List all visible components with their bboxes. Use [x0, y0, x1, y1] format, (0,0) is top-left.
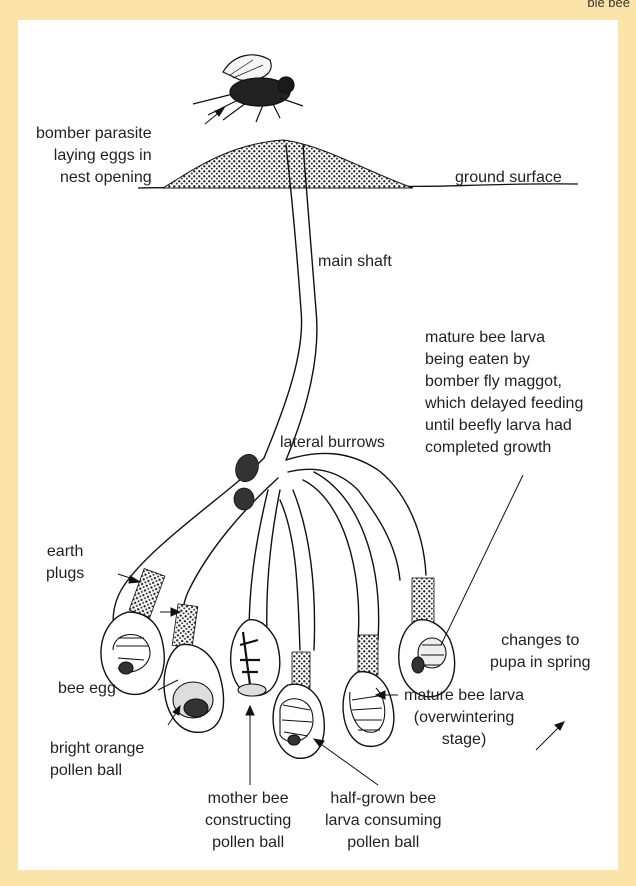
ground-surface-label: ground surface — [455, 167, 562, 189]
label-line: (overwintering — [404, 707, 524, 729]
label-line: mature bee larva — [404, 685, 524, 707]
label-line: nest opening — [36, 167, 152, 189]
label-line: completed growth — [425, 437, 583, 459]
diagram-panel: bomber parasite laying eggs in nest open… — [18, 20, 618, 870]
label-line: pollen ball — [50, 760, 144, 782]
label-line: changes to — [490, 630, 591, 652]
lateral-burrows-label: lateral burrows — [280, 432, 385, 454]
label-line: mother bee — [205, 788, 291, 810]
label-line: constructing — [205, 810, 291, 832]
overwintering-larva-label: mature bee larva (overwintering stage) — [404, 685, 524, 751]
label-line: stage) — [404, 729, 524, 751]
label-line: being eaten by — [425, 349, 583, 371]
main-shaft-label: main shaft — [318, 251, 392, 273]
label-line: pupa in spring — [490, 652, 591, 674]
bomber-parasite-label: bomber parasite laying eggs in nest open… — [36, 123, 152, 189]
label-line: earth — [46, 541, 84, 563]
label-line: bomber fly maggot, — [425, 371, 583, 393]
pupa-label: changes to pupa in spring — [490, 630, 591, 674]
label-line: bright orange — [50, 738, 144, 760]
nest-cells — [101, 612, 455, 758]
label-line: laying eggs in — [36, 145, 152, 167]
label-line: pollen ball — [325, 832, 442, 854]
bomber-fly-illustration — [193, 55, 303, 122]
mature-larva-eaten-label: mature bee larva being eaten by bomber f… — [425, 327, 583, 459]
label-line: larva consuming — [325, 810, 442, 832]
bee-egg-label: bee egg — [58, 678, 116, 700]
label-line: pollen ball — [205, 832, 291, 854]
half-grown-larva-label: half-grown bee larva consuming pollen ba… — [325, 788, 442, 854]
earth-plugs-label: earth plugs — [46, 541, 84, 585]
mother-bee-label: mother bee constructing pollen ball — [205, 788, 291, 854]
header-fragment: ble bee — [587, 0, 630, 10]
label-line: mature bee larva — [425, 327, 583, 349]
label-line: bomber parasite — [36, 123, 152, 145]
pollen-ball-label: bright orange pollen ball — [50, 738, 144, 782]
label-line: until beefly larva had — [425, 415, 583, 437]
burrow-system — [113, 145, 426, 670]
label-line: half-grown bee — [325, 788, 442, 810]
label-line: which delayed feeding — [425, 393, 583, 415]
label-line: plugs — [46, 563, 84, 585]
